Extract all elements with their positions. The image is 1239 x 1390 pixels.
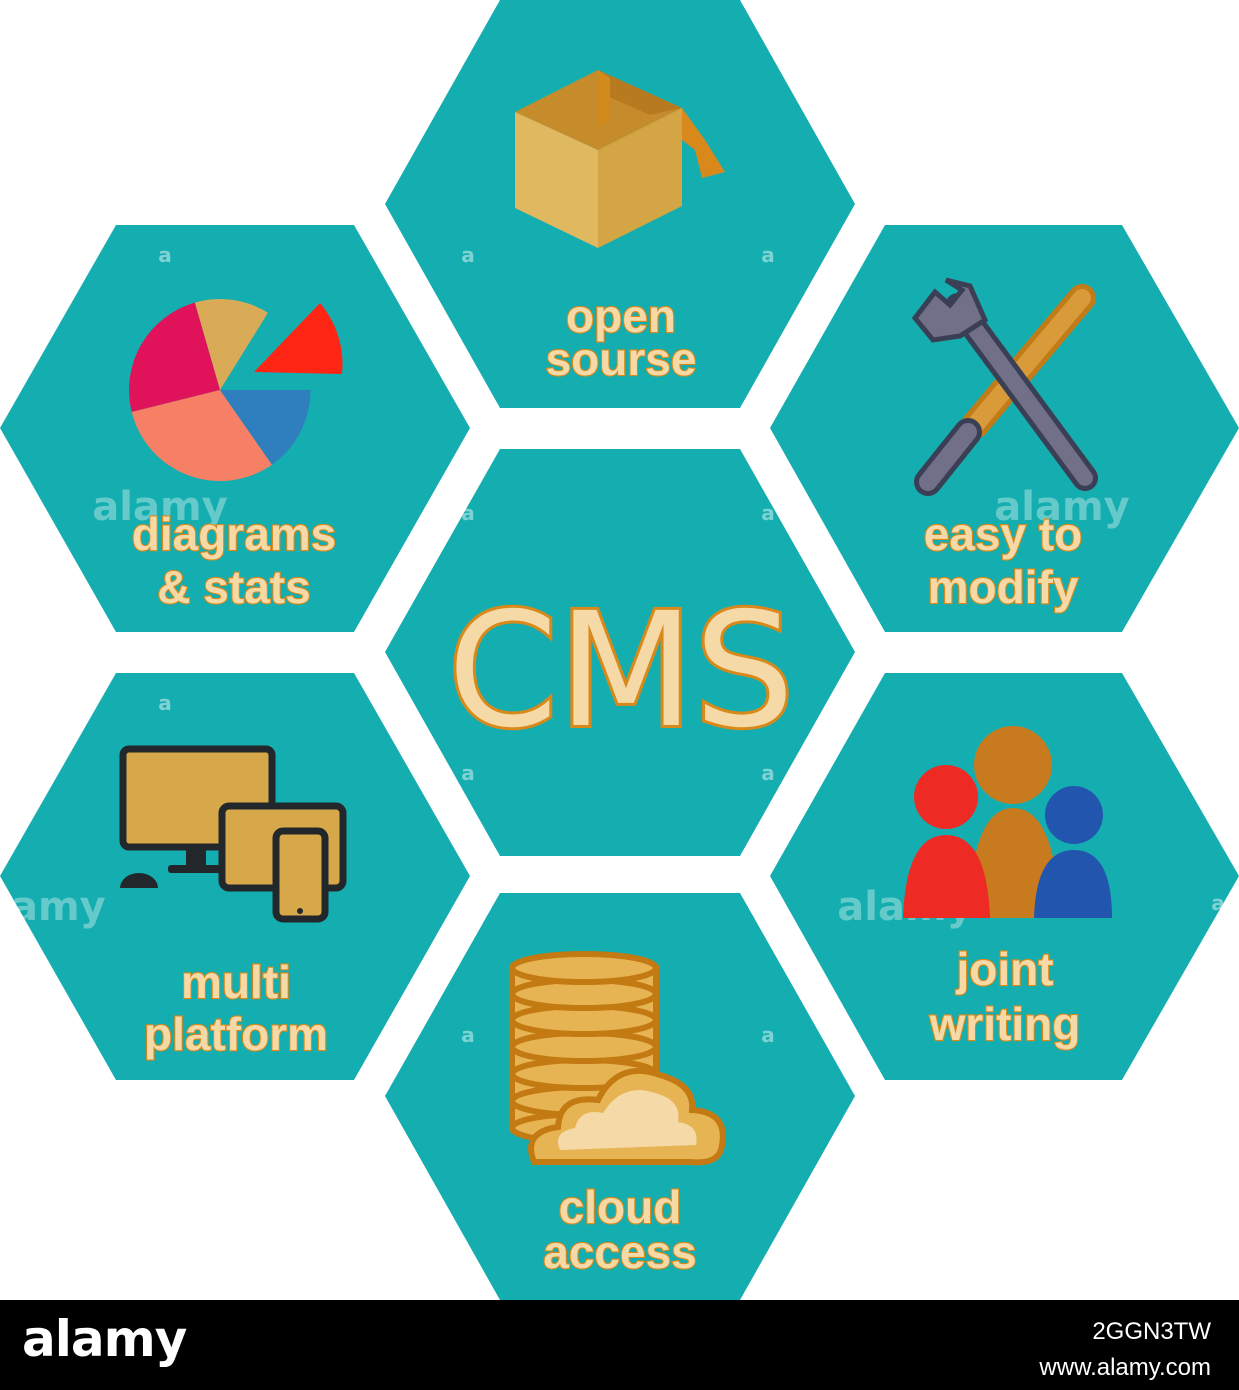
feature-label-joint-writing: writing — [929, 998, 1081, 1050]
svg-text:a: a — [761, 761, 775, 785]
people-icon — [903, 726, 1112, 918]
cms-diagram: .lbl { font-family: "Liberation Sans", s… — [0, 0, 1239, 1300]
devices-icon — [119, 745, 347, 923]
watermark-text: alamy — [0, 884, 106, 930]
svg-text:a: a — [461, 501, 475, 525]
cloud-database-icon — [509, 951, 726, 1166]
svg-text:a: a — [761, 1023, 775, 1047]
feature-label-multi-platform: multi — [181, 956, 291, 1008]
feature-label-easy-to-modify: easy to — [924, 508, 1083, 560]
feature-label-open-source: open — [566, 290, 676, 342]
pie-chart-icon — [129, 299, 343, 482]
watermark-text: alamy — [92, 484, 227, 530]
feature-label-diagrams-stats: & stats — [157, 561, 310, 613]
svg-text:a: a — [461, 1023, 475, 1047]
feature-label-multi-platform: platform — [144, 1008, 328, 1060]
svg-text:a: a — [158, 243, 172, 267]
svg-text:a: a — [761, 501, 775, 525]
feature-label-cloud-access: access — [543, 1226, 697, 1278]
hex-easy-to-modify — [770, 225, 1239, 632]
center-title: CMS — [448, 579, 795, 763]
footer-info: 2GGN3TW www.alamy.com — [1039, 1314, 1211, 1386]
svg-text:a: a — [461, 761, 475, 785]
svg-text:a: a — [761, 243, 775, 267]
hex-center-cms — [385, 449, 855, 856]
footer-image-id: 2GGN3TW — [1092, 1318, 1211, 1345]
feature-label-cloud-access: cloud — [559, 1181, 682, 1233]
feature-label-diagrams-stats: diagrams — [132, 508, 337, 560]
footer-site: www.alamy.com — [1039, 1354, 1211, 1381]
svg-text:a: a — [461, 243, 475, 267]
feature-label-easy-to-modify: modify — [928, 561, 1079, 613]
svg-text:a: a — [1211, 891, 1225, 915]
tools-icon — [911, 277, 1098, 496]
footer-brand-logo: alamy — [22, 1310, 187, 1368]
box-icon — [515, 70, 725, 248]
feature-label-open-source: sourse — [546, 333, 697, 385]
svg-text:a: a — [158, 691, 172, 715]
footer-bar: alamy 2GGN3TW www.alamy.com — [0, 1300, 1239, 1390]
watermark-text: alamy — [994, 484, 1129, 530]
feature-label-joint-writing: joint — [955, 943, 1053, 995]
